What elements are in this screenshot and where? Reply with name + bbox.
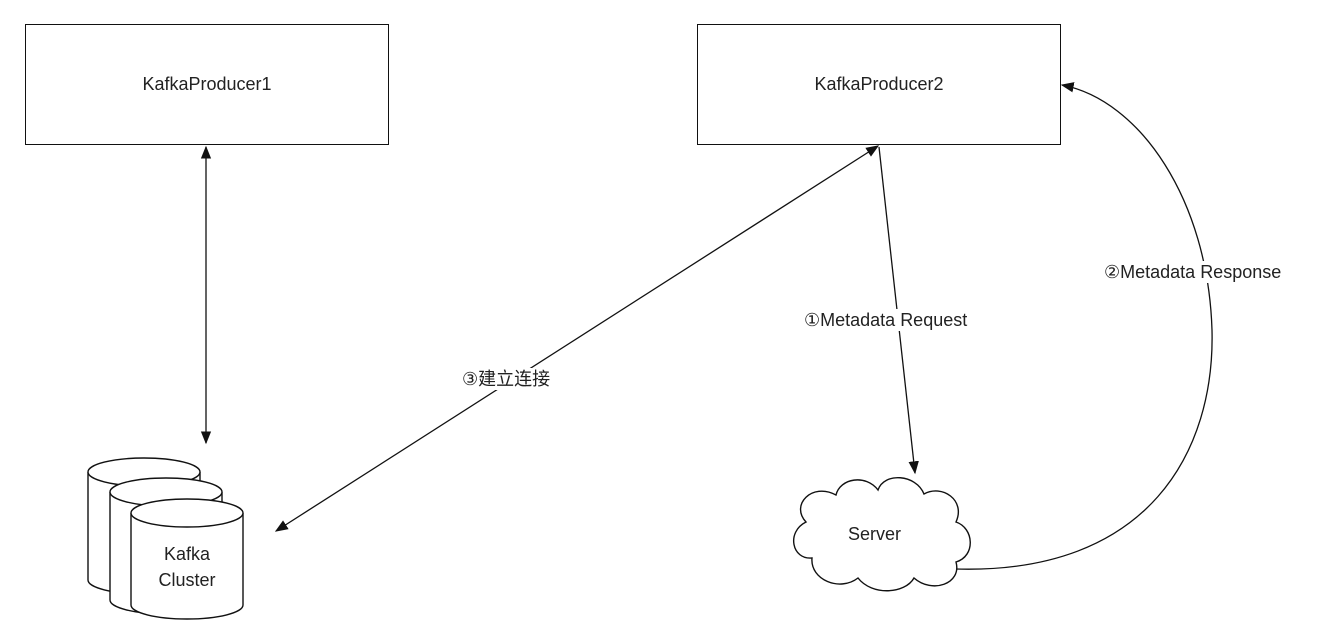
kafka-producer1-label: KafkaProducer1 — [142, 74, 272, 94]
kafka-producer2-label: KafkaProducer2 — [814, 74, 944, 94]
kafka-producer2-node: KafkaProducer2 — [697, 24, 1061, 145]
metadata-response-label: ②Metadata Response — [1104, 261, 1282, 283]
server-cloud-icon — [792, 476, 971, 592]
kafka-cluster-database-icon — [87, 457, 244, 620]
kafka-producer1-node: KafkaProducer1 — [25, 24, 389, 145]
kafka-cluster-label-line1: Kafka — [163, 544, 211, 564]
kafka-cluster-label-line2: Cluster — [158, 570, 216, 590]
connection-edge — [274, 145, 880, 532]
kafka-cluster-label: Kafka Cluster — [132, 541, 242, 593]
establish-connection-label: ③建立连接 — [462, 368, 551, 390]
metadata-request-label: ①Metadata Request — [804, 309, 968, 331]
metadata-response-edge — [954, 82, 1213, 570]
server-label: Server — [848, 524, 902, 544]
